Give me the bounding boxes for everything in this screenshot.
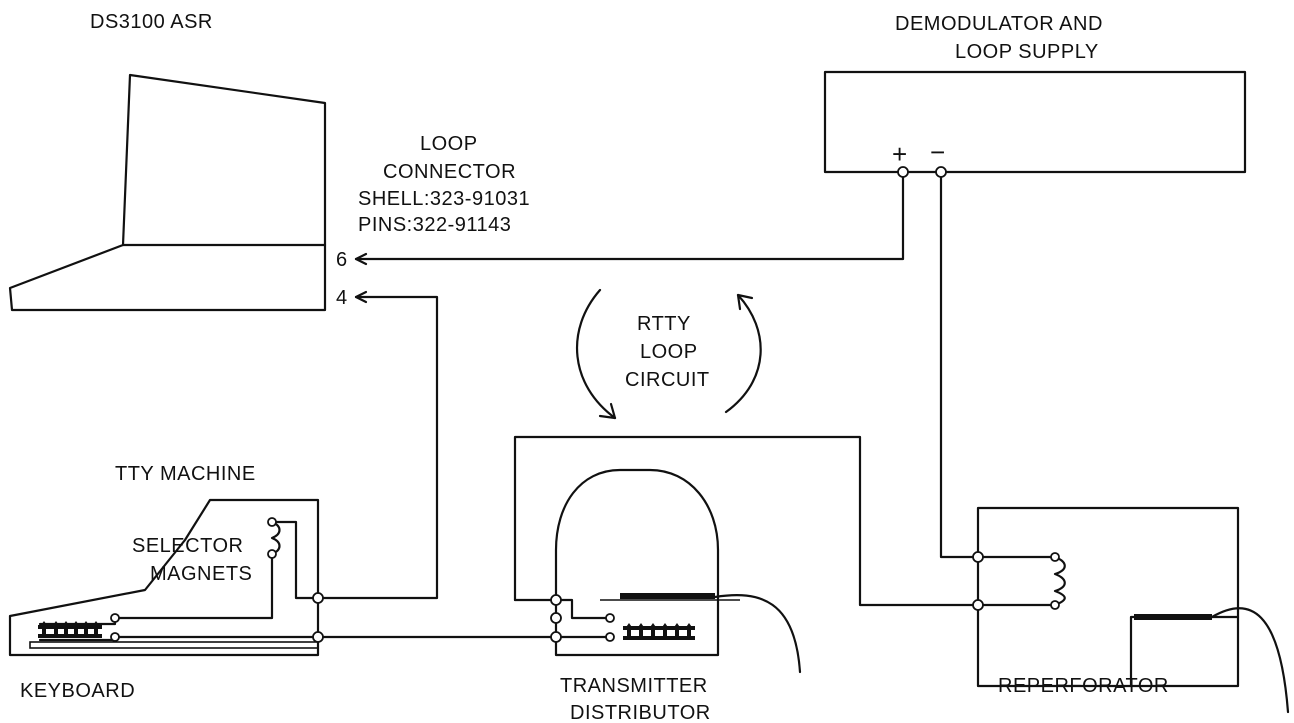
- ds3100-asr-terminal: [8, 73, 327, 312]
- node-keyboard-top: [110, 613, 120, 623]
- rtty-left-arc: [576, 288, 617, 420]
- node-demod-plus: [897, 166, 909, 178]
- asr-title: DS3100 ASR: [90, 11, 213, 33]
- demodulator-label-line2: LOOP SUPPLY: [955, 41, 1099, 63]
- node-selector-bottom: [267, 549, 277, 559]
- node-transmitter-left-top: [550, 594, 562, 606]
- node-reperf-coil-top: [1050, 552, 1060, 562]
- node-keyboard-bottom: [110, 632, 120, 642]
- transmitter-label-line2: DISTRIBUTOR: [570, 702, 711, 723]
- minus-terminal-label: −: [930, 137, 945, 167]
- node-selector-top: [267, 517, 277, 527]
- keyboard-label: KEYBOARD: [20, 680, 135, 702]
- transmitter-label-line1: TRANSMITTER: [560, 675, 708, 697]
- demodulator-loop-supply-box: [823, 70, 1247, 174]
- tty-keyboard-keys: [38, 621, 102, 638]
- node-demod-minus: [935, 166, 947, 178]
- reperforator-tape: [1134, 614, 1212, 620]
- node-reperf-top: [972, 551, 984, 563]
- node-transmitter-key-bottom: [605, 632, 615, 642]
- rtty-label-line1: RTTY: [637, 313, 691, 335]
- pin-6-label: 6: [336, 249, 348, 271]
- node-transmitter-left-bottom: [550, 631, 562, 643]
- demodulator-label-line1: DEMODULATOR AND: [895, 13, 1103, 35]
- transmitter-tape: [620, 593, 715, 599]
- transmitter-distributor: [513, 435, 980, 674]
- loop-connector-line1: LOOP: [420, 133, 478, 155]
- node-transmitter-left-mid: [550, 612, 562, 624]
- rtty-right-arrowhead: [736, 293, 754, 311]
- reperforator-label: REPERFORATOR: [998, 675, 1169, 697]
- node-reperf-coil-bottom: [1050, 600, 1060, 610]
- loop-connector-shell: SHELL:323-91031: [358, 188, 530, 210]
- node-tty-bottom: [312, 631, 324, 643]
- wire-pin4-to-tty: [316, 295, 439, 600]
- pin-4-label: 4: [336, 287, 348, 309]
- node-reperf-bottom: [972, 599, 984, 611]
- rtty-label-line3: CIRCUIT: [625, 369, 710, 391]
- node-tty-top: [312, 592, 324, 604]
- node-transmitter-key-top: [605, 613, 615, 623]
- rtty-left-arrowhead: [598, 402, 617, 420]
- selector-magnets-line2: MAGNETS: [150, 563, 252, 585]
- wire-minus-to-reperforator: [939, 170, 980, 559]
- wire-plus-to-pin6: [354, 170, 905, 261]
- transmitter-keys: [623, 623, 695, 640]
- junction-nodes: [110, 166, 1060, 643]
- tty-machine: [8, 498, 320, 657]
- rtty-right-arc: [724, 293, 762, 414]
- loop-connector-pins: PINS:322-91143: [358, 214, 511, 236]
- reperforator: [976, 506, 1290, 714]
- loop-connector-line2: CONNECTOR: [383, 161, 516, 183]
- selector-magnets-line1: SELECTOR: [132, 535, 243, 557]
- plus-terminal-label: +: [892, 139, 907, 169]
- rtty-label-line2: LOOP: [640, 341, 698, 363]
- tty-machine-label: TTY MACHINE: [115, 463, 256, 485]
